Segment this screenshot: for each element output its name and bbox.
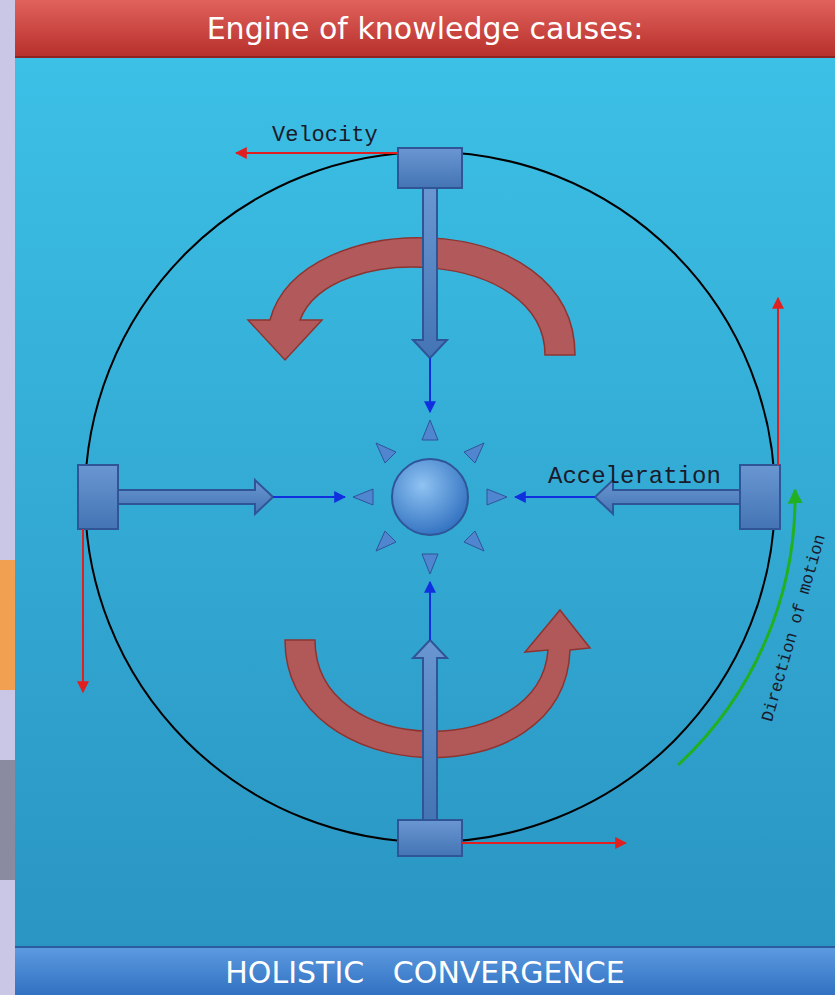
slide-title: Engine of knowledge causes:	[207, 11, 644, 46]
title-bar: Engine of knowledge causes:	[15, 0, 835, 58]
slide-caption: HOLISTIC CONVERGENCE	[225, 955, 624, 990]
caption-bar: HOLISTIC CONVERGENCE	[15, 946, 835, 995]
acceleration-label: Acceleration	[548, 464, 721, 490]
velocity-label: Velocity	[272, 124, 378, 148]
